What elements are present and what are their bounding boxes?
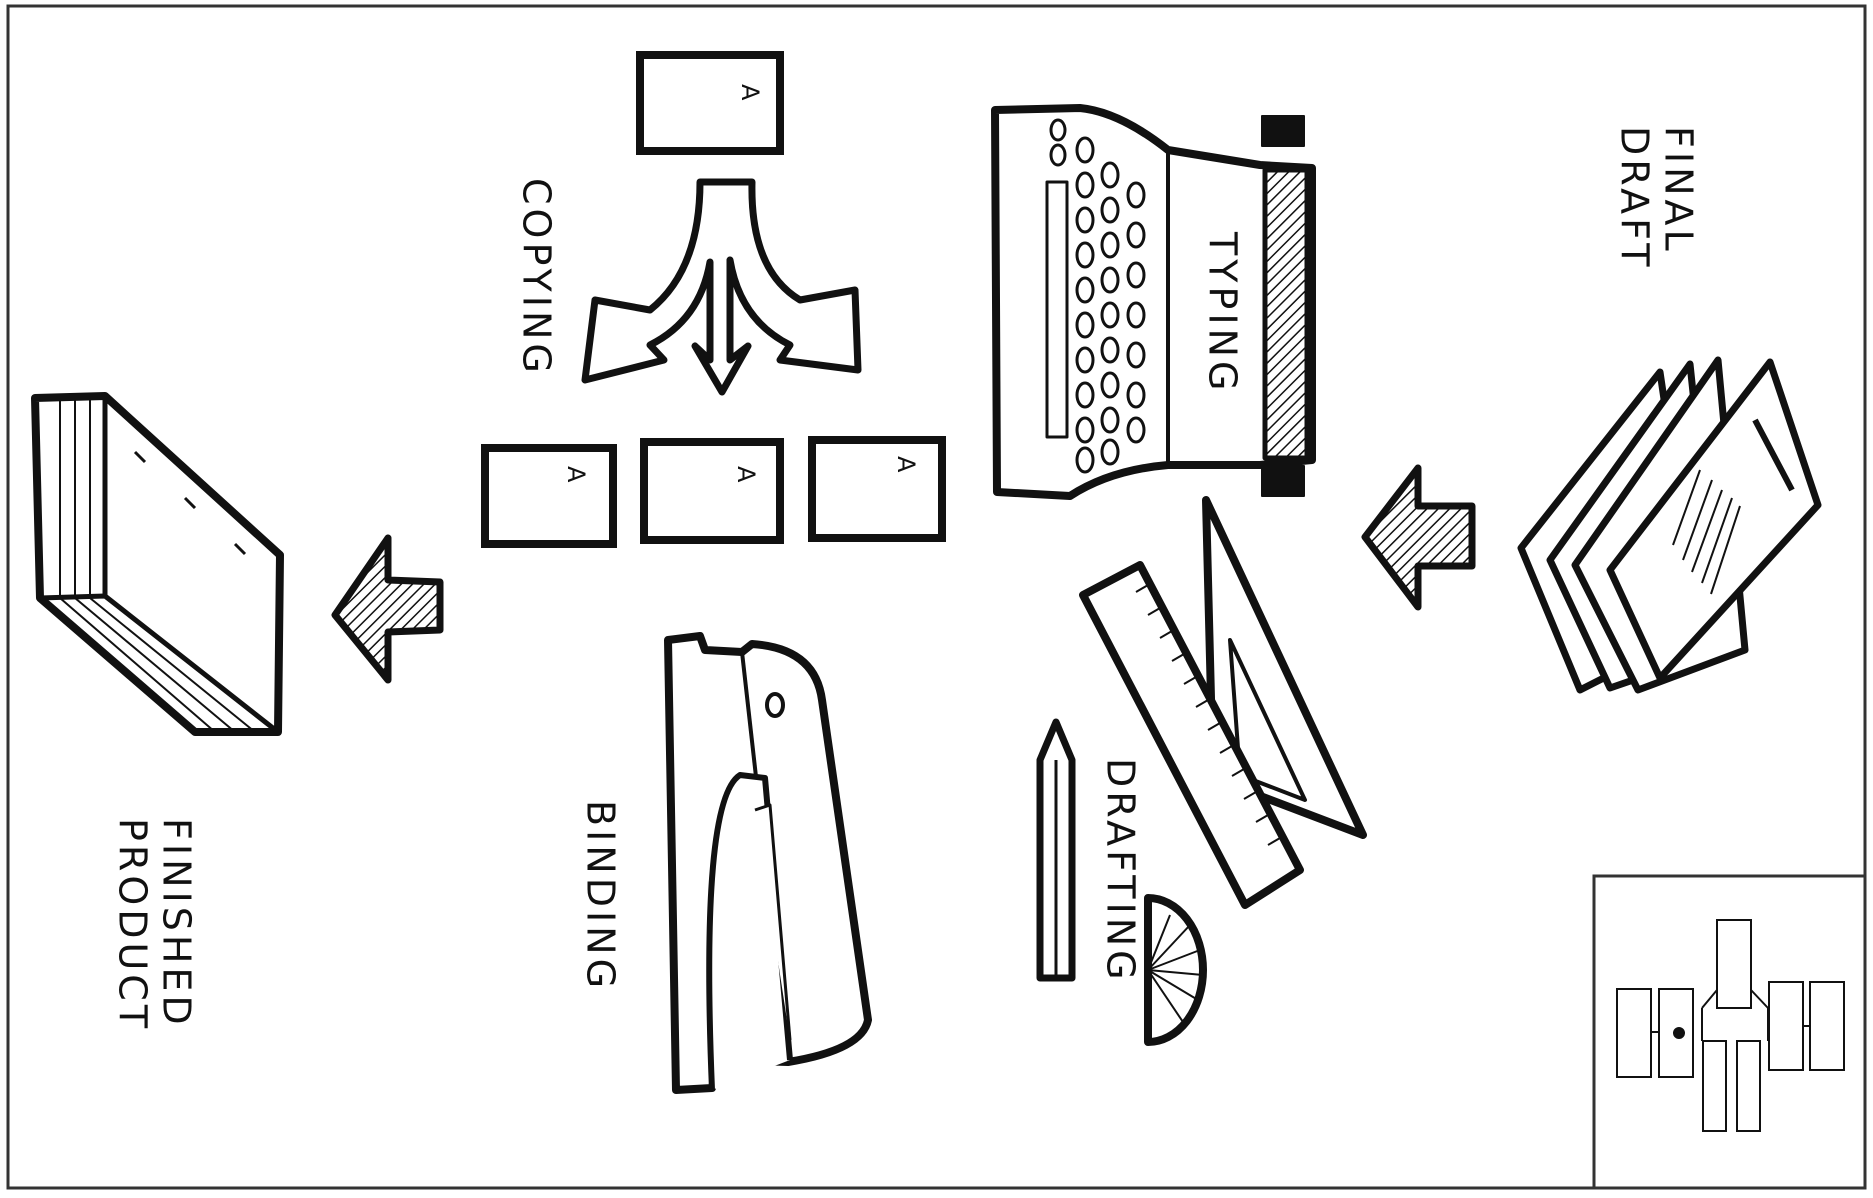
original-page-letter: A bbox=[736, 84, 764, 101]
copy-2-letter: A bbox=[732, 466, 760, 483]
drafting-tools-icon bbox=[1040, 500, 1363, 1042]
copy-3-letter: A bbox=[892, 456, 920, 473]
typewriter-icon bbox=[995, 108, 1312, 496]
inset-box bbox=[1594, 876, 1865, 1188]
copies-icon bbox=[485, 440, 942, 544]
inset-schematic-icon bbox=[1617, 920, 1844, 1131]
label-final-draft: FINAL DRAFT bbox=[1612, 126, 1699, 271]
label-binding: BINDING bbox=[578, 800, 622, 992]
final-draft-papers-icon bbox=[1521, 360, 1818, 690]
arrow-to-typing bbox=[1365, 468, 1472, 607]
finished-book-icon bbox=[35, 396, 280, 732]
label-typing: TYPING bbox=[1200, 232, 1244, 394]
original-page-icon: A bbox=[640, 55, 780, 151]
copy-1-letter: A bbox=[562, 466, 590, 483]
copying-arrows-icon bbox=[585, 182, 858, 392]
arrow-to-finished bbox=[335, 538, 440, 680]
stapler-icon bbox=[668, 636, 868, 1090]
label-finished-product: FINISHED PRODUCT bbox=[110, 818, 197, 1032]
label-drafting: DRAFTING bbox=[1098, 758, 1142, 984]
label-copying: COPYING bbox=[514, 178, 558, 377]
